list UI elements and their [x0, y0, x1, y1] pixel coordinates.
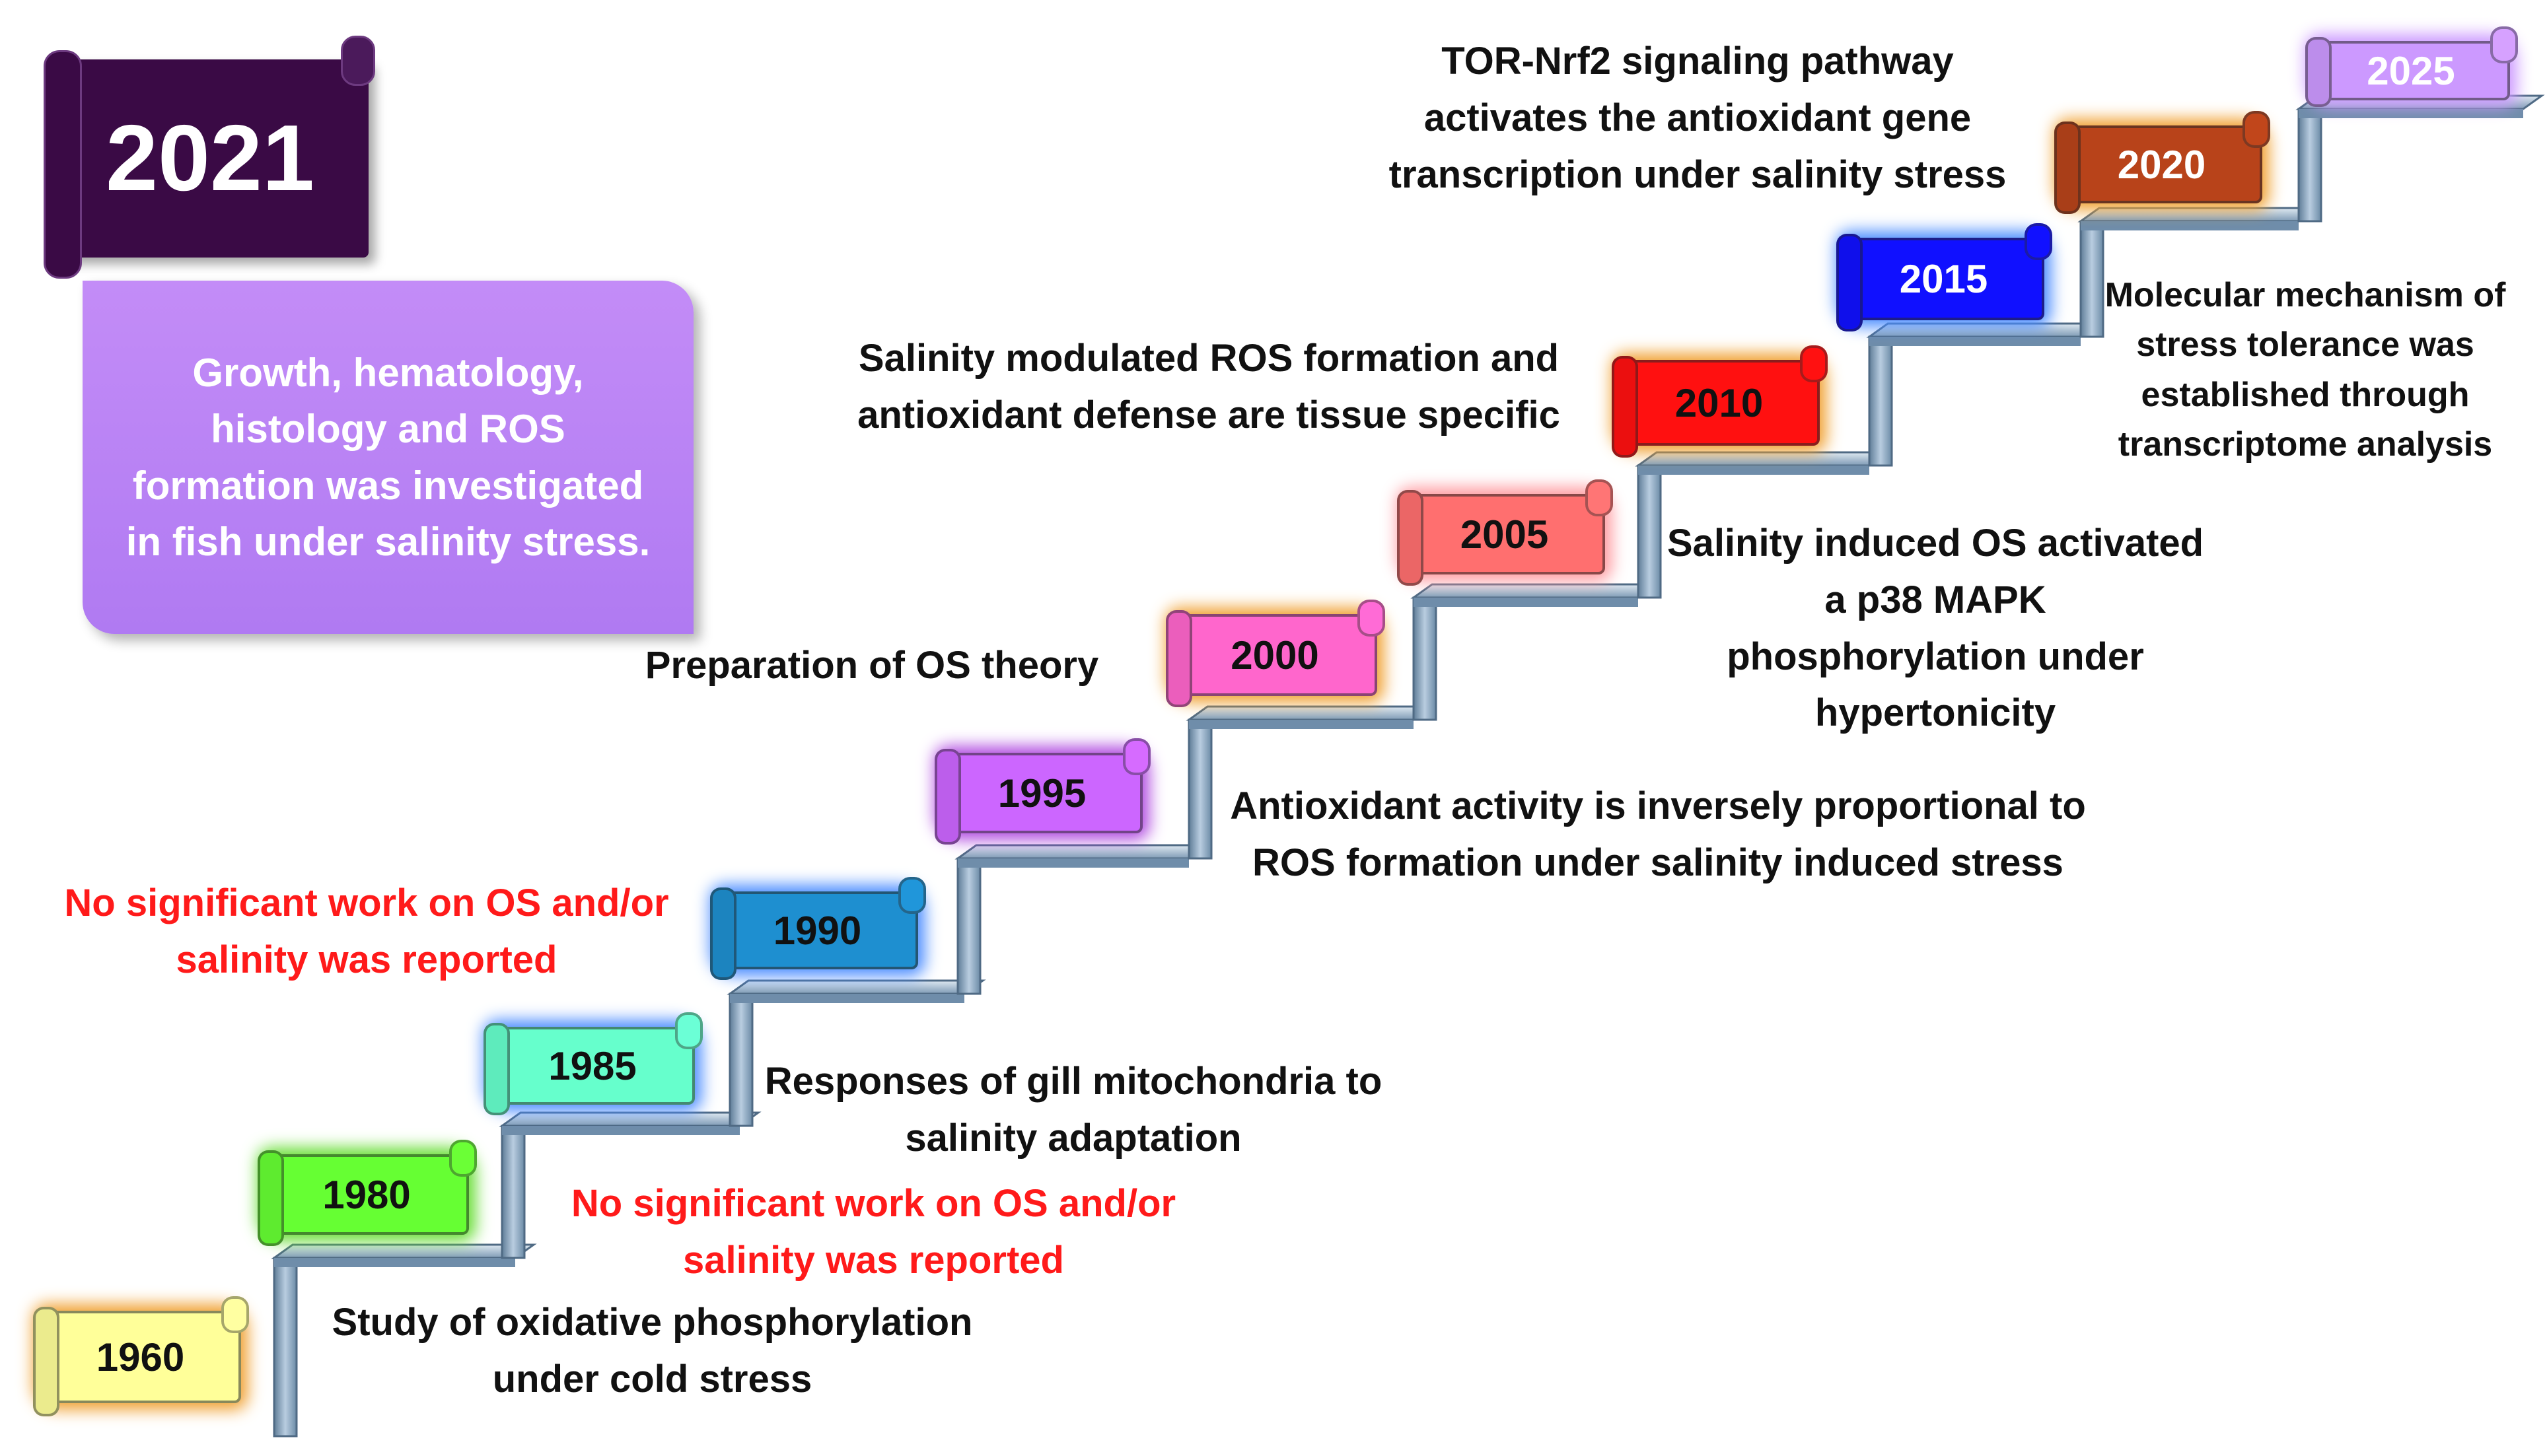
scroll-1980: 1980	[264, 1154, 469, 1235]
scroll-1985: 1985	[490, 1027, 695, 1105]
stair-tread	[1186, 705, 1435, 721]
year-1990: 1990	[773, 908, 862, 953]
scroll-2015: 2015	[1843, 238, 2044, 320]
year-1980: 1980	[322, 1172, 411, 1217]
stair-edge	[1869, 337, 2081, 346]
stair-riser	[1637, 464, 1662, 599]
banner-year-text: 2021	[106, 106, 314, 211]
stair-edge	[274, 1258, 515, 1267]
stair-tread	[271, 1243, 537, 1259]
stair-edge	[1638, 466, 1869, 475]
stair-tread	[1410, 583, 1660, 599]
scroll-2020: 2020	[2061, 125, 2262, 203]
stair-riser	[2297, 108, 2322, 223]
label-2020-molecular: Molecular mechanism of stress tolerance …	[2104, 276, 2506, 464]
scroll-1995: 1995	[941, 753, 1143, 833]
label-1990-no-work: No significant work on OS and/or salinit…	[64, 882, 669, 981]
year-2005: 2005	[1460, 512, 1549, 557]
label-2015-tor: TOR-Nrf2 signaling pathway activates the…	[1388, 40, 2007, 196]
year-2000: 2000	[1231, 633, 1319, 677]
label-1985-gill: Responses of gill mitochondria to salini…	[764, 1060, 1382, 1160]
stair-tread	[2077, 207, 2320, 223]
stair-edge	[958, 858, 1189, 868]
stair-riser	[501, 1125, 526, 1259]
label-1960-study: Study of oxidative phosphorylation under…	[332, 1301, 973, 1401]
stair-riser	[956, 857, 982, 995]
year-1960: 1960	[96, 1335, 185, 1379]
stair-riser	[2079, 220, 2104, 338]
scroll-2025: 2025	[2312, 41, 2510, 100]
label-2005-p38: Salinity induced OS activated a p38 MAPK…	[1667, 522, 2204, 735]
year-1995: 1995	[997, 771, 1087, 815]
stair-riser	[273, 1257, 298, 1438]
stair-edge	[1189, 720, 1414, 729]
stair-riser	[1868, 335, 1893, 467]
stair-edge	[730, 994, 964, 1003]
scroll-1960: 1960	[40, 1311, 241, 1403]
scroll-2000: 2000	[1172, 614, 1377, 696]
label-1995-antioxidant: Antioxidant activity is inversely propor…	[1230, 784, 2086, 884]
stair-tread	[727, 979, 986, 995]
info-box: Growth, hematology, histology and ROS fo…	[83, 281, 694, 634]
label-os-theory: Preparation of OS theory	[645, 644, 1099, 687]
stair-riser	[1412, 596, 1437, 721]
scroll-2010: 2010	[1618, 360, 1820, 446]
year-1985: 1985	[548, 1043, 637, 1088]
stair-edge	[2299, 109, 2523, 118]
stair-edge	[2081, 221, 2299, 230]
scroll-1990: 1990	[717, 891, 918, 969]
label-2010-tissue: Salinity modulated ROS formation and ant…	[857, 337, 1560, 436]
stair-tread	[954, 844, 1211, 860]
stair-tread	[1635, 451, 1891, 467]
stair-riser	[1188, 718, 1213, 860]
stair-edge	[502, 1126, 740, 1135]
stair-edge	[1414, 598, 1638, 607]
year-2020: 2020	[2117, 142, 2206, 187]
year-2015: 2015	[1899, 257, 1988, 301]
year-2010: 2010	[1674, 380, 1764, 425]
stair-tread	[1866, 322, 2102, 338]
year-2025: 2025	[2367, 48, 2455, 93]
scroll-2005: 2005	[1404, 494, 1605, 574]
stair-tread	[499, 1111, 762, 1127]
label-1980-no-work: No significant work on OS and/or salinit…	[571, 1182, 1176, 1282]
year-banner: 2021	[44, 36, 375, 279]
